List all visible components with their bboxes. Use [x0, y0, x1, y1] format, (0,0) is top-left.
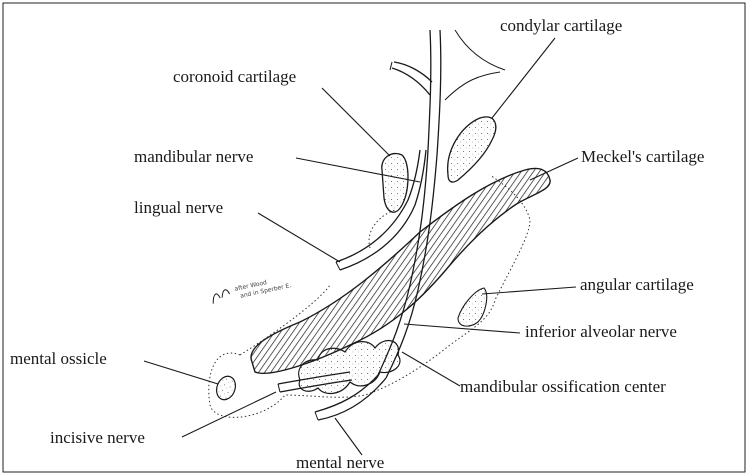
neck-outline-2	[445, 72, 500, 100]
figure-frame	[3, 3, 745, 472]
label-angular-cartilage: angular cartilage	[580, 275, 694, 294]
neck-outline	[455, 30, 505, 70]
leader-mental-nerve	[335, 418, 362, 455]
leader-lingual	[258, 213, 340, 262]
incisive-nerve-cut	[278, 384, 280, 392]
condylar-cartilage-shape	[448, 117, 496, 182]
lingual-nerve-cut	[336, 262, 340, 270]
leader-ossification	[402, 352, 460, 386]
mental-nerve-cut	[315, 412, 318, 420]
signature-scribble	[211, 289, 231, 304]
label-mandibular-ossification-center: mandibular ossification center	[460, 377, 666, 396]
label-coronoid-cartilage: coronoid cartilage	[173, 67, 296, 86]
coronoid-cartilage-shape	[382, 153, 408, 212]
label-inferior-alveolar-nerve: inferior alveolar nerve	[525, 322, 677, 341]
leader-condylar	[492, 38, 555, 118]
mental-ossicle-shape	[213, 374, 238, 403]
label-condylar-cartilage: condylar cartilage	[500, 16, 622, 35]
label-meckels-cartilage: Meckel's cartilage	[581, 147, 704, 166]
author-signature: after Wood and in Sperber E.	[211, 274, 292, 305]
label-incisive-nerve: incisive nerve	[50, 428, 145, 447]
leader-mental-ossicle	[144, 361, 218, 384]
label-mental-nerve: mental nerve	[296, 453, 384, 472]
label-mental-ossicle: mental ossicle	[10, 349, 107, 368]
nerve-branch-top	[392, 68, 430, 95]
leader-angular	[482, 287, 576, 294]
nerve-branch-cut	[390, 62, 392, 70]
leader-coronoid	[322, 88, 390, 156]
label-lingual-nerve: lingual nerve	[134, 198, 223, 217]
label-mandibular-nerve: mandibular nerve	[134, 147, 253, 166]
